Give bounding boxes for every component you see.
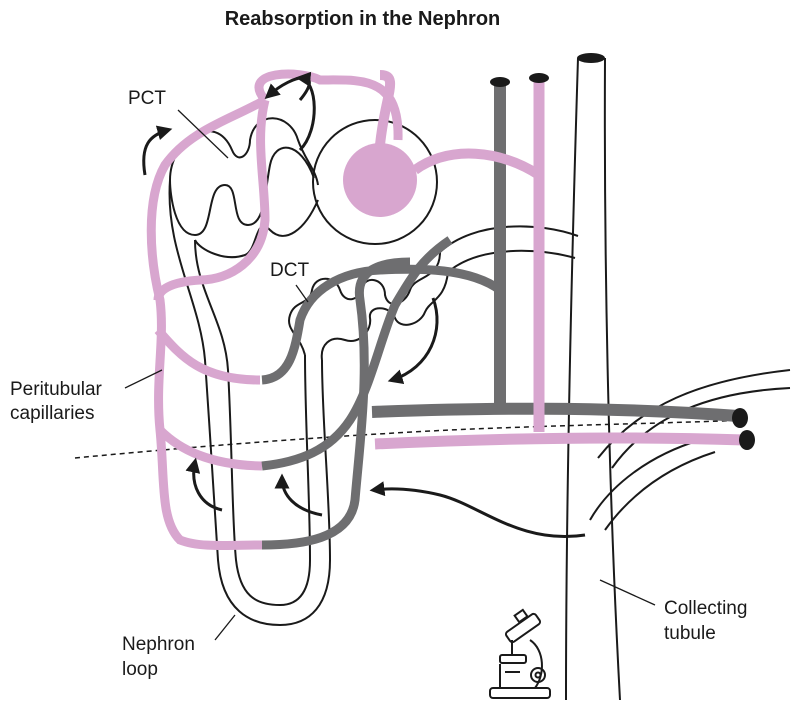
label-loop-line2: loop [122, 658, 158, 681]
arrow-dct [392, 298, 437, 380]
arrow-loop-left [194, 462, 222, 510]
label-loop-line1: Nephron [122, 633, 195, 656]
label-dct: DCT [270, 259, 309, 282]
adjacent-tubules [590, 370, 790, 530]
renal-arteriole [375, 73, 755, 450]
label-collecting-line1: Collecting [664, 597, 747, 620]
nephron-loop [170, 180, 330, 625]
microscope-icon [490, 610, 550, 698]
connecting-tubule [440, 226, 578, 272]
label-pct: PCT [128, 87, 166, 110]
label-peritubular-line2: capillaries [10, 402, 94, 425]
label-collecting-line2: tubule [664, 622, 716, 645]
arrow-pct-top [268, 78, 309, 100]
collecting-tubule [566, 53, 620, 700]
label-peritubular-line1: Peritubular [10, 378, 102, 401]
arrow-loop-mid [282, 478, 322, 515]
arrow-collecting [374, 489, 585, 537]
